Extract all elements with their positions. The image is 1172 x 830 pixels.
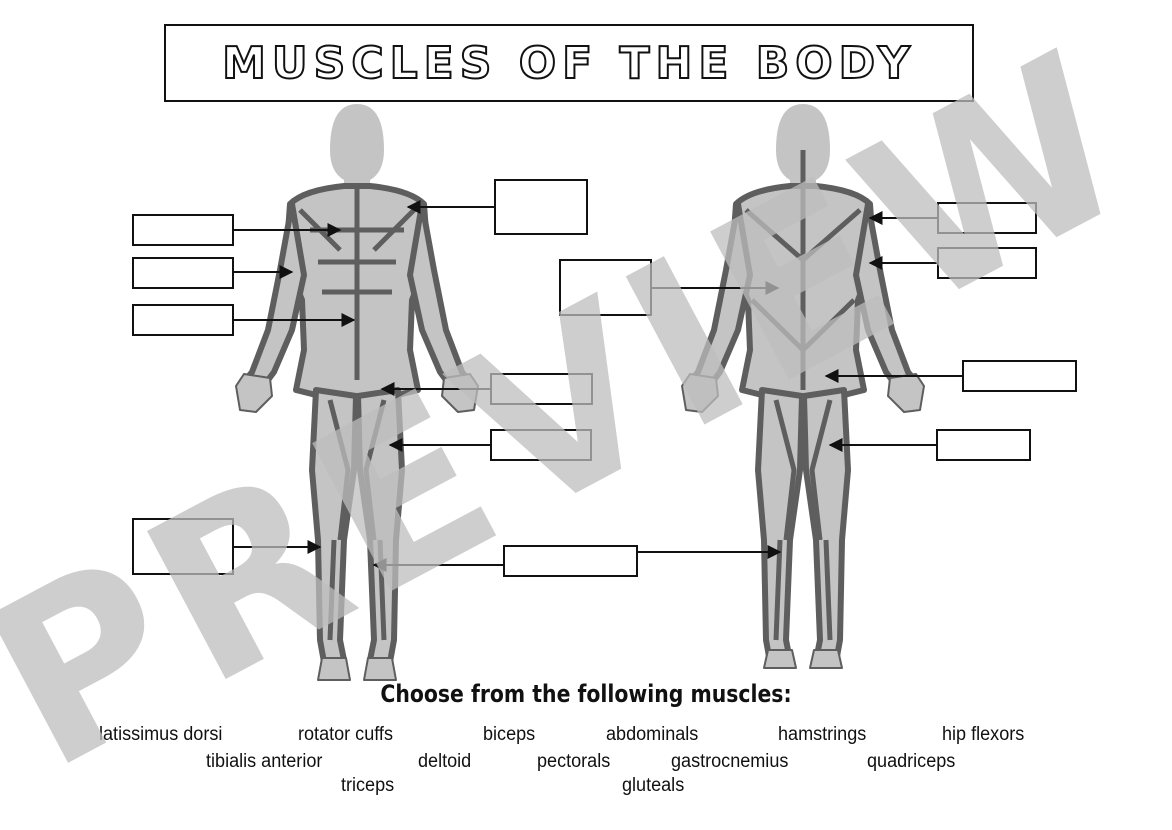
word-bank-item: deltoid <box>418 751 472 772</box>
answer-box-3[interactable] <box>132 257 234 289</box>
front-left-hand <box>235 373 273 413</box>
answer-box-7[interactable] <box>132 518 234 575</box>
back-left-foot <box>763 649 797 669</box>
word-bank-item: triceps <box>341 775 395 796</box>
front-right-leg <box>355 387 405 665</box>
back-muscle-lines <box>744 150 862 641</box>
word-bank-item: latissimus dorsi <box>99 724 223 745</box>
front-left-arm <box>239 201 307 399</box>
answer-box-9[interactable] <box>559 259 652 316</box>
word-bank-item: biceps <box>483 724 536 745</box>
front-right-arm <box>407 201 475 399</box>
leader-arrows <box>234 200 962 572</box>
back-right-arm <box>853 201 921 399</box>
front-left-leg <box>309 387 359 665</box>
back-head <box>776 104 830 188</box>
front-right-foot <box>363 657 397 681</box>
word-bank-item: gastrocnemius <box>671 751 789 772</box>
answer-box-4[interactable] <box>132 304 234 336</box>
word-bank-item: quadriceps <box>867 751 956 772</box>
answer-box-11[interactable] <box>937 247 1037 279</box>
answer-box-2[interactable] <box>132 214 234 246</box>
answer-box-10[interactable] <box>937 202 1037 234</box>
answer-box-1[interactable] <box>494 179 588 235</box>
back-left-hand <box>681 373 719 413</box>
word-bank-item: pectorals <box>537 751 611 772</box>
front-body-figure <box>235 104 479 681</box>
front-right-hand <box>441 373 479 413</box>
back-left-leg <box>755 387 805 665</box>
back-right-hand <box>887 373 925 413</box>
front-head <box>330 104 384 188</box>
word-bank-heading: Choose from the following muscles: <box>380 680 792 708</box>
word-bank-item: abdominals <box>606 724 699 745</box>
answer-box-8[interactable] <box>503 545 638 577</box>
answer-box-5[interactable] <box>490 373 593 405</box>
answer-box-12[interactable] <box>962 360 1077 392</box>
front-muscle-lines <box>298 188 416 641</box>
back-right-leg <box>801 387 851 665</box>
word-bank-item: gluteals <box>622 775 685 796</box>
front-left-foot <box>317 657 351 681</box>
answer-box-6[interactable] <box>490 429 592 461</box>
back-left-arm <box>685 201 753 399</box>
word-bank-item: tibialis anterior <box>206 751 323 772</box>
answer-box-13[interactable] <box>936 429 1031 461</box>
worksheet-title: MUSCLES OF THE BODY <box>221 37 916 90</box>
back-right-foot <box>809 649 843 669</box>
back-body-figure <box>681 104 925 669</box>
word-bank-item: hamstrings <box>778 724 867 745</box>
word-bank-item: hip flexors <box>942 724 1025 745</box>
word-bank-item: rotator cuffs <box>298 724 393 745</box>
title-box: MUSCLES OF THE BODY <box>164 24 974 102</box>
